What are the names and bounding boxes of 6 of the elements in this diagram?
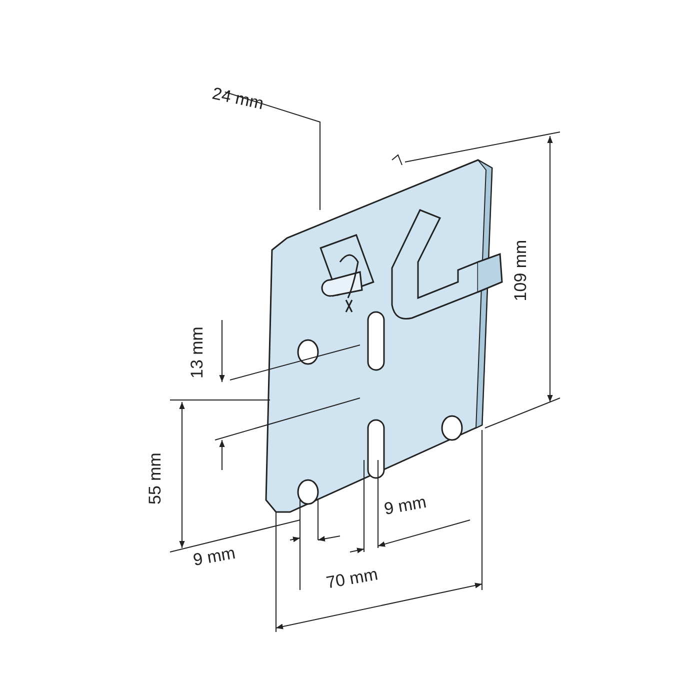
dimension-label: 9 mm: [382, 492, 428, 518]
dimension-label: 70 mm: [324, 565, 380, 591]
dimension-label: 109 mm: [512, 239, 529, 301]
dimension-label: 13 mm: [188, 326, 206, 378]
dimension-label: 55 mm: [146, 452, 164, 504]
dimension-label: 9 mm: [191, 544, 236, 568]
